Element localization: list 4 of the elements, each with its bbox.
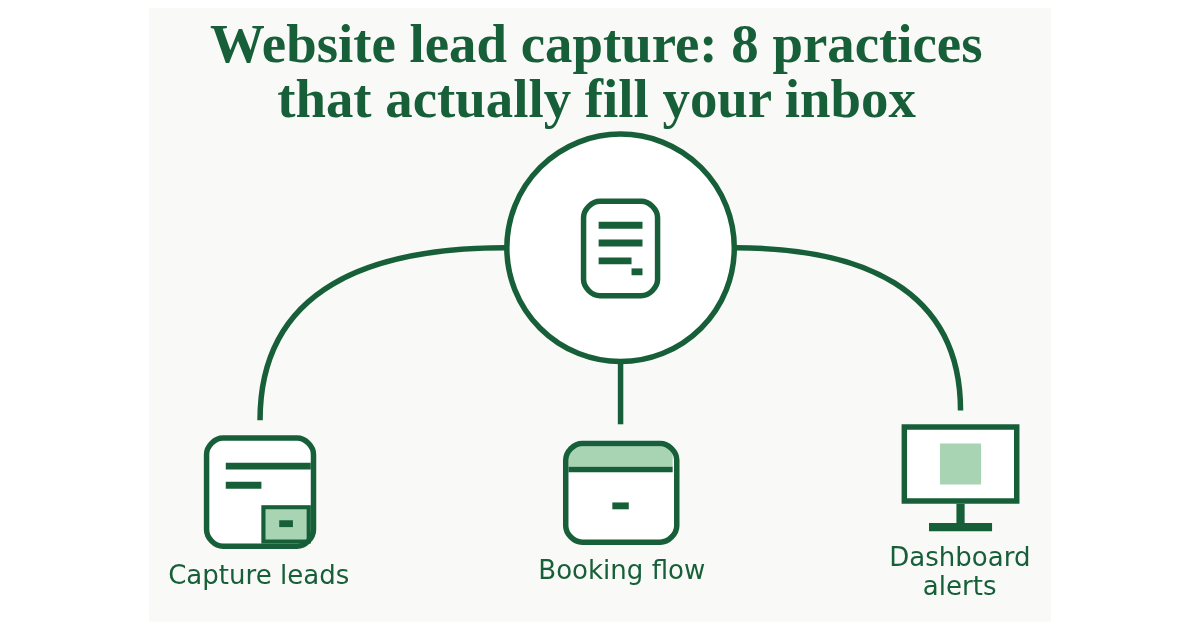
node-label: Dashboard alerts [889, 541, 1031, 601]
node-label: Capture leads [168, 559, 350, 590]
node-label: Booking flow [538, 555, 706, 586]
diagram-title: Website lead capture: 8 practices that actually fill your inbox [210, 12, 983, 129]
